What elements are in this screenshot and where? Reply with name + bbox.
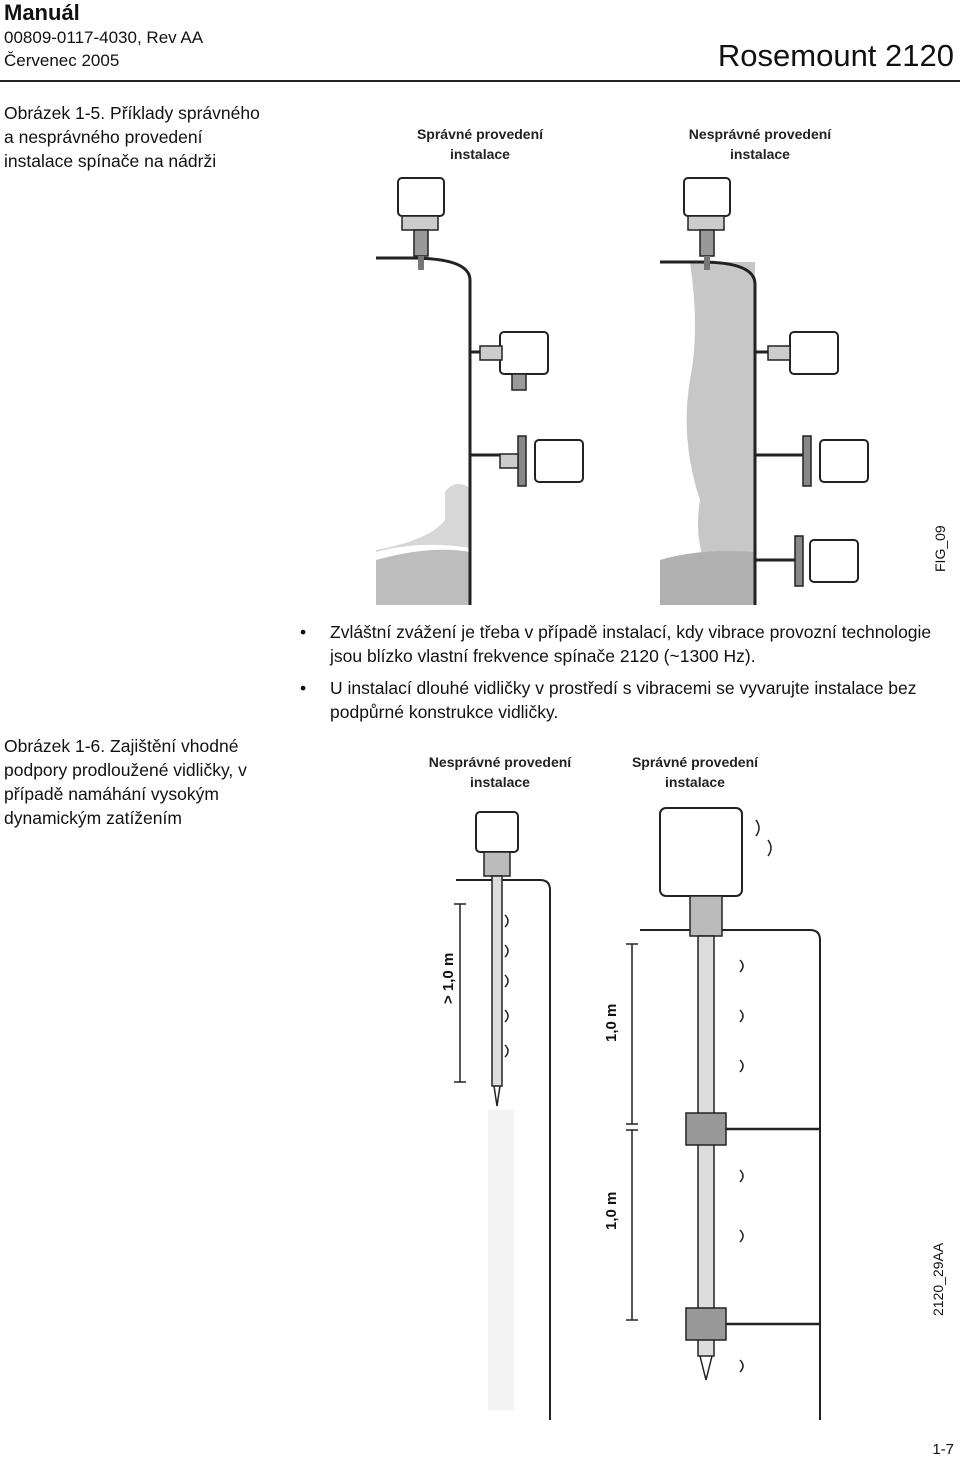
dimension-label-lower: 1,0 m [603,1191,620,1230]
tank-installation-diagram [376,177,869,605]
dimension-label-upper: 1,0 m [603,1003,620,1042]
figure-1-6-caption: Obrázek 1-6. Zajištění vhodné podpory pr… [4,736,247,828]
figure-1-5-label-correct: Správné provedení instalace [416,126,544,162]
product-name: Rosemount 2120 [717,38,954,73]
page-number: 1-7 [932,1441,954,1458]
document-number: 00809-0117-4030, Rev AA [4,28,204,47]
list-item: U instalací dlouhé vidličky v prostředí … [300,676,940,724]
document-date: Červenec 2005 [4,51,120,70]
figure-1-6-label-incorrect: Nesprávné provedení instalace [428,754,572,790]
header-divider [0,80,960,82]
figure-1-5-caption: Obrázek 1-5. Příklady správného a nesprá… [4,103,260,171]
supported-fork-illustration [626,807,821,1420]
figure-1-6-label-correct: Správné provedení instalace [631,754,759,790]
manual-title: Manuál [4,0,80,25]
vibration-notes-list: Zvláštní zvážení je třeba v případě inst… [300,620,940,732]
incorrect-tank-illustration [660,177,869,605]
correct-tank-illustration [376,177,584,605]
list-item: Zvláštní zvážení je třeba v případě inst… [300,620,940,668]
dimension-label-unsupported: > 1,0 m [440,952,457,1004]
figure-1-5-label-incorrect: Nesprávné provedení instalace [688,126,832,162]
unsupported-fork-illustration [454,811,551,1420]
